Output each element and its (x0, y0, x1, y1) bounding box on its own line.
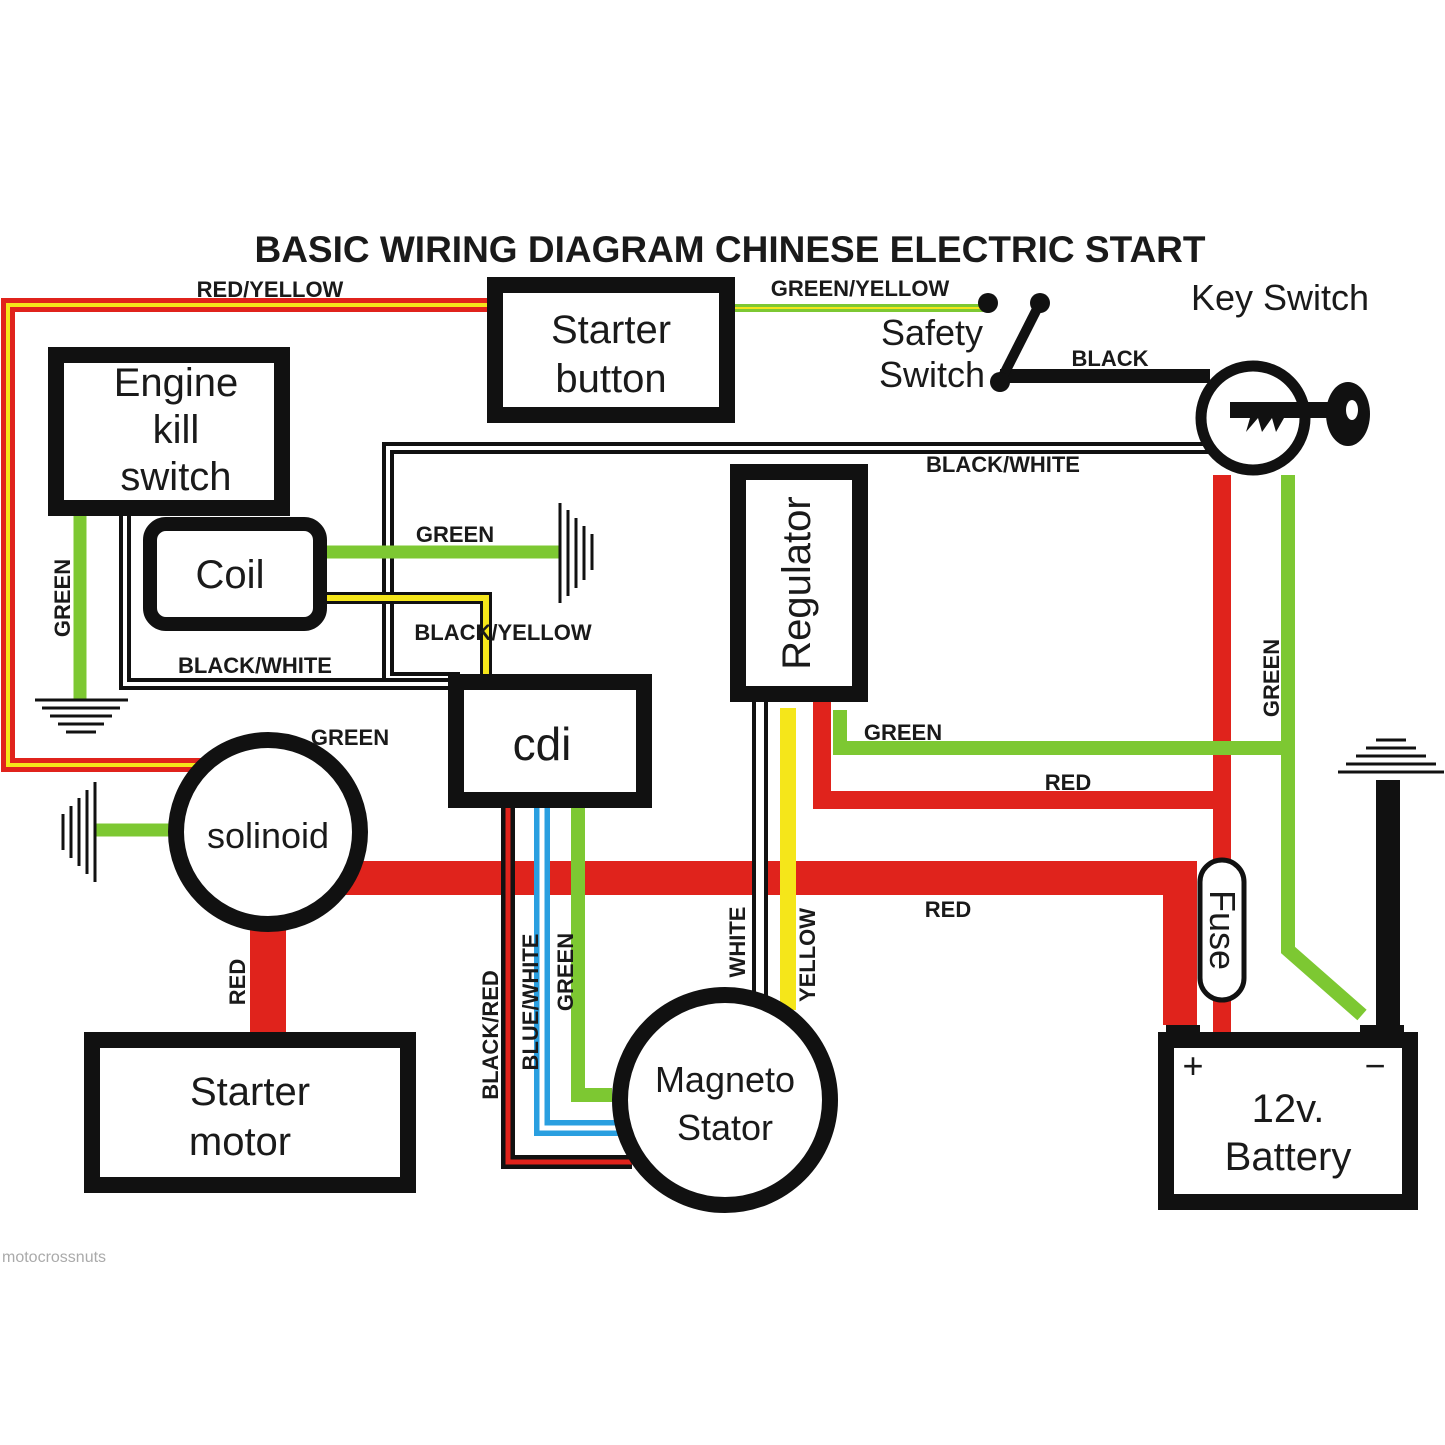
wire-label-green-key: GREEN (1259, 639, 1284, 717)
starter-button-label-2: button (555, 357, 666, 401)
diagram-title: BASIC WIRING DIAGRAM CHINESE ELECTRIC ST… (254, 229, 1205, 270)
wire-label-blue-white: BLUE/WHITE (518, 934, 543, 1071)
battery-box (1158, 1032, 1418, 1210)
battery-label-2: Battery (1225, 1135, 1352, 1179)
ground-solenoid (61, 782, 97, 882)
engine-kill-switch-box (48, 347, 290, 516)
wire-green-regulator (833, 710, 1288, 755)
engine-kill-switch-label-3: switch (120, 455, 231, 499)
starter-button-label-1: Starter (551, 308, 671, 352)
battery-terminal-minus (1360, 1025, 1404, 1043)
cdi-box (448, 674, 652, 808)
wire-red-regulator (813, 698, 1222, 809)
starter-motor-label-2: motor (189, 1120, 291, 1164)
wire-label-black-white-left: BLACK/WHITE (178, 653, 332, 678)
wire-label-red-yellow: RED/YELLOW (197, 277, 344, 302)
wire-black-yellow (325, 592, 492, 678)
wire-label-green-yellow: GREEN/YELLOW (771, 276, 950, 301)
wire-red-main (345, 861, 1197, 1025)
magneto-stator-label-2: Stator (677, 1107, 773, 1148)
wire-label-black-yellow: BLACK/YELLOW (414, 620, 591, 645)
wire-label-green-coil: GREEN (416, 522, 494, 547)
wire-label-green-killswitch: GREEN (50, 559, 75, 637)
safety-switch-label-1: Safety (881, 312, 983, 353)
safety-switch-label-2: Switch (879, 354, 985, 395)
starter-button-box (487, 277, 735, 423)
wire-label-green-cdi: GREEN (553, 933, 578, 1011)
wire-label-red-regulator: RED (1045, 770, 1091, 795)
starter-motor-label-1: Starter (190, 1070, 310, 1114)
wire-green-key (1281, 475, 1367, 1021)
watermark: motocrossnuts (2, 1249, 106, 1266)
wire-label-red-starter: RED (225, 959, 250, 1005)
solenoid-circle (168, 732, 368, 932)
solenoid-label: solinoid (207, 815, 329, 856)
key-switch-label: Key Switch (1191, 277, 1369, 318)
wire-label-black-red: BLACK/RED (478, 970, 503, 1100)
ground-battery (1338, 738, 1444, 774)
engine-kill-switch-label-1: Engine (114, 361, 239, 405)
battery-plus-sign: + (1182, 1045, 1203, 1086)
wire-label-black: BLACK (1072, 346, 1149, 371)
engine-kill-switch-label-2: kill (153, 408, 200, 452)
regulator-box (730, 464, 868, 702)
battery-minus-sign: − (1364, 1045, 1385, 1086)
battery-terminal-plus (1166, 1025, 1200, 1043)
safety-switch-symbol (978, 293, 1050, 392)
coil-box (143, 517, 327, 631)
wire-label-green-solenoid: GREEN (311, 725, 389, 750)
wire-label-yellow: YELLOW (795, 908, 820, 1002)
cdi-label: cdi (513, 718, 572, 770)
wire-label-black-white-top: BLACK/WHITE (926, 452, 1080, 477)
fuse-box (1197, 857, 1247, 1003)
starter-motor-box (84, 1032, 416, 1193)
battery-label-1: 12v. (1252, 1087, 1325, 1131)
ground-killswitch (35, 698, 128, 734)
wire-label-green-regulator: GREEN (864, 720, 942, 745)
wire-green-cdi (571, 805, 612, 1102)
magneto-stator-circle (612, 987, 838, 1213)
coil-label: Coil (196, 553, 265, 597)
wire-black-white-left (119, 512, 460, 690)
wire-label-white: WHITE (725, 907, 750, 978)
key-icon (1230, 382, 1370, 446)
wire-blue-white (534, 805, 620, 1136)
regulator-label: Regulator (775, 496, 819, 669)
fuse-label: Fuse (1202, 890, 1243, 970)
ground-coil (558, 503, 594, 603)
wires (1, 298, 1400, 1169)
wire-black-red (501, 805, 632, 1169)
wire-red-yellow (1, 298, 490, 772)
wire-label-red-main: RED (925, 897, 971, 922)
magneto-stator-label-1: Magneto (655, 1059, 795, 1100)
